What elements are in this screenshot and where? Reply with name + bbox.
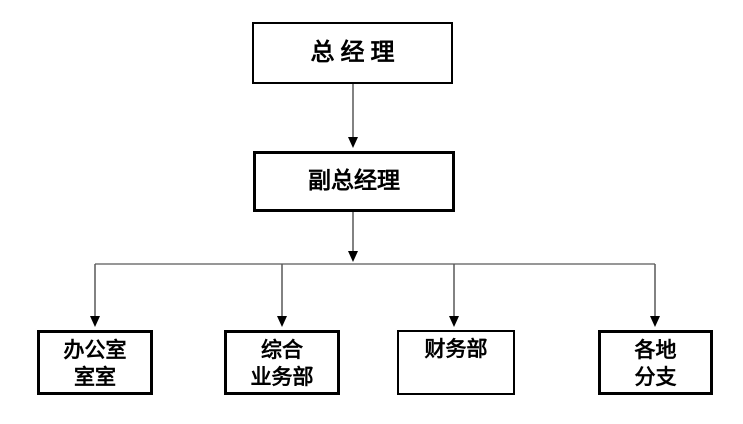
- node-label-line2: 室室: [74, 365, 116, 389]
- node-label-line1: 各地: [634, 338, 677, 362]
- node-regional-branches: 各地 分支: [598, 330, 713, 395]
- node-finance-dept: 财务部: [397, 330, 515, 395]
- arrowhead-to-dept-1: [90, 316, 100, 327]
- node-general-business-dept: 综合 业务部: [224, 330, 340, 395]
- node-label-line1: 综合: [261, 338, 303, 362]
- node-deputy-general-manager: 副总经理: [253, 151, 455, 212]
- node-label: 副总经理: [308, 168, 400, 193]
- node-label: 总 经 理: [310, 40, 395, 66]
- node-label-line2: 业务部: [250, 365, 314, 389]
- arrowhead-deputy-to-rail: [348, 251, 358, 262]
- arrowhead-to-dept-4: [650, 316, 660, 327]
- node-general-manager: 总 经 理: [252, 22, 453, 84]
- arrowhead-to-dept-3: [449, 316, 459, 327]
- node-label-line2: 分支: [634, 365, 677, 389]
- arrowhead-root-to-deputy: [348, 137, 358, 148]
- node-office: 办公室 室室: [37, 330, 153, 395]
- arrowhead-to-dept-2: [277, 316, 287, 327]
- node-label-line2: [399, 363, 513, 390]
- node-label-line1: 办公室: [63, 338, 127, 362]
- node-label-line1: 财务部: [424, 337, 488, 361]
